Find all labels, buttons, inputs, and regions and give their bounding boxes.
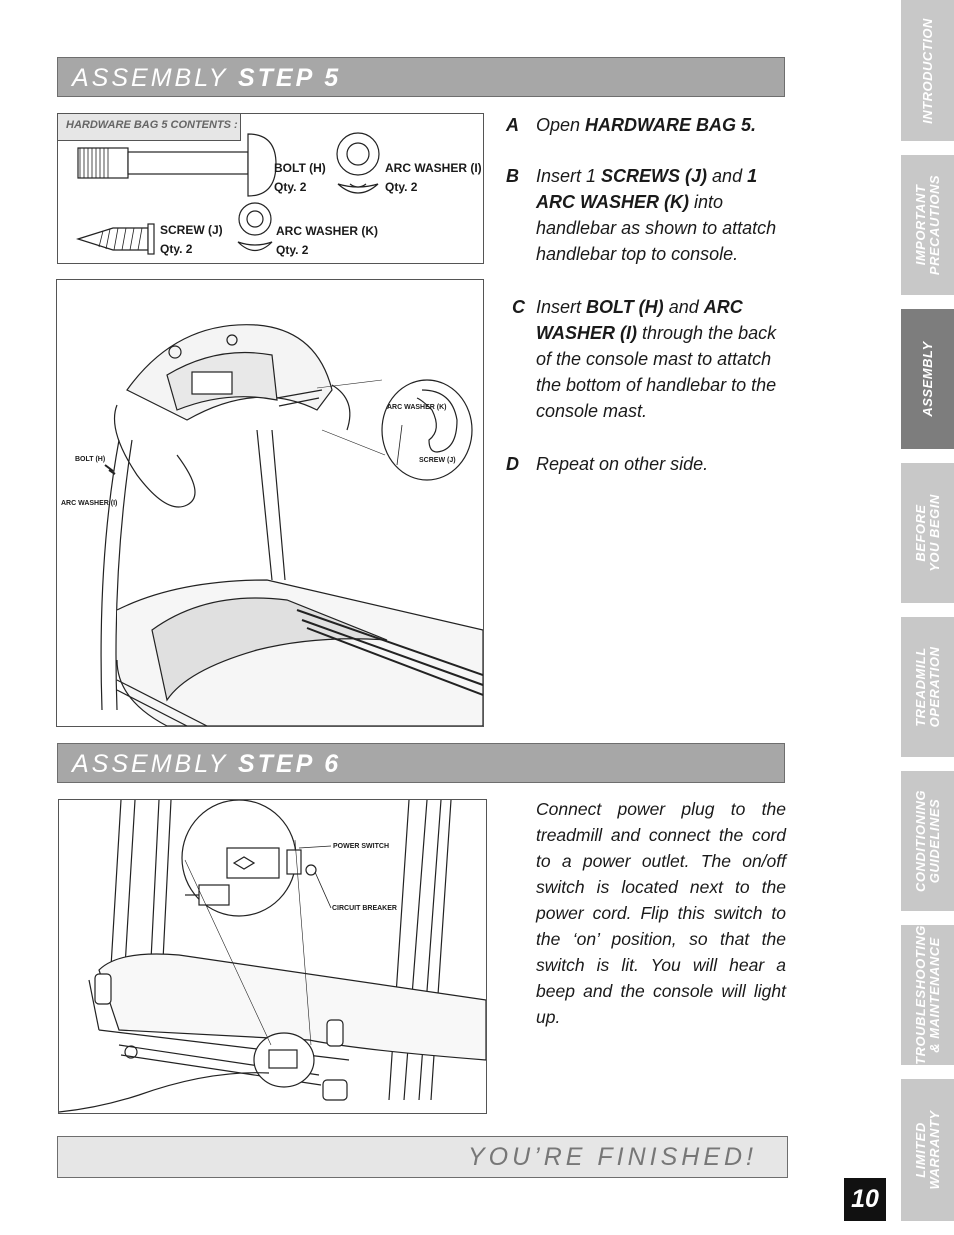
- instruction-b-part1: Insert 1: [536, 166, 602, 186]
- instruction-c-part1: Insert: [536, 297, 587, 317]
- arc-washer-k-icon: [237, 202, 273, 252]
- screw-qty: Qty. 2: [160, 242, 193, 256]
- tab-before-you-begin-label: BEFORE YOU BEGIN: [912, 494, 942, 572]
- diagram-bolt-label: BOLT (H): [75, 456, 106, 463]
- instruction-d-text: Repeat on other side.: [536, 454, 709, 474]
- screw-name: SCREW (J): [160, 223, 223, 237]
- step5-title: ASSEMBLY STEP 5: [72, 64, 341, 93]
- step6-title: ASSEMBLY STEP 6: [72, 750, 341, 779]
- diagram-arc-washer-k-label: ARC WASHER (K): [387, 404, 447, 411]
- tab-treadmill-operation-label: TREADMILL OPERATION: [912, 646, 942, 728]
- instruction-a-text: Open HARDWARE BAG 5.: [536, 112, 786, 138]
- instruction-b-part5: into handlebar as shown to attatch handl…: [536, 192, 777, 264]
- step6-instructions: Connect power plug to the treadmill and …: [536, 799, 786, 1027]
- tab-important-precautions[interactable]: IMPORTANT PRECAUTIONS: [901, 155, 954, 295]
- screw-icon: [75, 223, 155, 255]
- page-number: 10: [844, 1178, 886, 1221]
- arc-washer-i-label: ARC WASHER (I) Qty. 2: [385, 159, 482, 197]
- tab-before-you-begin[interactable]: BEFORE YOU BEGIN: [901, 463, 954, 603]
- step5-banner: ASSEMBLY STEP 5: [57, 57, 785, 97]
- step6-banner: ASSEMBLY STEP 6: [57, 743, 785, 783]
- bolt-qty: Qty. 2: [274, 180, 307, 194]
- step6-title-step: STEP 6: [237, 750, 342, 778]
- step5-diagram: BOLT (H) ARC WASHER (I) ARC WASHER (K) S…: [56, 279, 484, 727]
- tab-limited-warranty[interactable]: LIMITED WARRANTY: [901, 1079, 954, 1221]
- arc-washer-k-name: ARC WASHER (K): [276, 224, 378, 238]
- step6-title-prefix: ASSEMBLY: [72, 750, 229, 778]
- hardware-contents-box: HARDWARE BAG 5 CONTENTS :: [57, 113, 484, 264]
- diagram-screw-label: SCREW (J): [419, 457, 456, 464]
- bolt-label: BOLT (H) Qty. 2: [274, 159, 326, 197]
- hardware-header-tab: HARDWARE BAG 5 CONTENTS :: [58, 114, 241, 141]
- arc-washer-i-name: ARC WASHER (I): [385, 161, 482, 175]
- treadmill-console-illustration: [100, 324, 483, 726]
- tab-assembly[interactable]: ASSEMBLY: [901, 309, 954, 449]
- instruction-a-letter: A: [506, 115, 519, 135]
- arc-washer-i-icon: [336, 132, 380, 194]
- tab-introduction[interactable]: INTRODUCTION: [901, 0, 954, 141]
- instruction-c-part4: ARC WASHER (I): [536, 297, 743, 343]
- bolt-name: BOLT (H): [274, 161, 326, 175]
- instruction-c-part3: and: [663, 297, 704, 317]
- diagram-circuit-breaker-label: CIRCUIT BREAKER: [332, 905, 397, 912]
- tab-assembly-label: ASSEMBLY: [919, 341, 935, 417]
- tab-troubleshooting-maintenance[interactable]: TROUBLESHOOTING & MAINTENANCE: [901, 925, 954, 1065]
- arc-washer-k-qty: Qty. 2: [276, 243, 309, 257]
- instruction-b-part3: and: [707, 166, 748, 186]
- arc-washer-k-label: ARC WASHER (K) Qty. 2: [276, 222, 378, 260]
- diagram-arc-washer-i-label: ARC WASHER (I): [61, 500, 118, 507]
- tab-conditioning-guidelines-label: CONDITIONING GUIDELINES: [912, 789, 942, 893]
- tab-limited-warranty-label: LIMITED WARRANTY: [912, 1110, 942, 1190]
- instruction-a-part2: HARDWARE BAG 5.: [585, 115, 757, 135]
- arc-washer-i-qty: Qty. 2: [385, 180, 418, 194]
- instruction-c-part5: through the back of the console mast to …: [536, 323, 777, 421]
- instruction-a-part1: Open: [536, 115, 586, 135]
- hardware-header: HARDWARE BAG 5 CONTENTS :: [66, 119, 238, 131]
- instruction-c-part2: BOLT (H): [586, 297, 664, 317]
- tab-important-precautions-label: IMPORTANT PRECAUTIONS: [912, 174, 942, 276]
- bolt-icon: [77, 133, 277, 197]
- instruction-b-part4: 1 ARC WASHER (K): [536, 166, 758, 212]
- diagram-power-switch-label: POWER SWITCH: [333, 843, 389, 850]
- step5-title-step: STEP 5: [237, 64, 342, 92]
- instruction-c-text: Insert BOLT (H) and ARC WASHER (I) throu…: [536, 294, 786, 424]
- screw-label: SCREW (J) Qty. 2: [160, 221, 223, 259]
- instruction-b-letter: B: [506, 166, 519, 186]
- step6-diagram: POWER SWITCH CIRCUIT BREAKER: [58, 799, 487, 1114]
- instruction-b-part2: SCREWS (J): [601, 166, 708, 186]
- hardware-parts-illustration: [75, 132, 380, 255]
- finished-bar: YOU’RE FINISHED!: [57, 1136, 788, 1178]
- step5-title-prefix: ASSEMBLY: [72, 64, 229, 92]
- instruction-d-letter: D: [506, 454, 519, 474]
- power-connection-illustration: [59, 800, 486, 1113]
- finished-text: YOU’RE FINISHED!: [467, 1143, 757, 1171]
- tab-treadmill-operation[interactable]: TREADMILL OPERATION: [901, 617, 954, 757]
- tab-troubleshooting-maintenance-label: TROUBLESHOOTING & MAINTENANCE: [912, 925, 942, 1065]
- instruction-c-letter: C: [512, 297, 525, 317]
- tab-introduction-label: INTRODUCTION: [919, 17, 935, 124]
- tab-conditioning-guidelines[interactable]: CONDITIONING GUIDELINES: [901, 771, 954, 911]
- instruction-b-text: Insert 1 SCREWS (J) and 1 ARC WASHER (K)…: [536, 163, 786, 267]
